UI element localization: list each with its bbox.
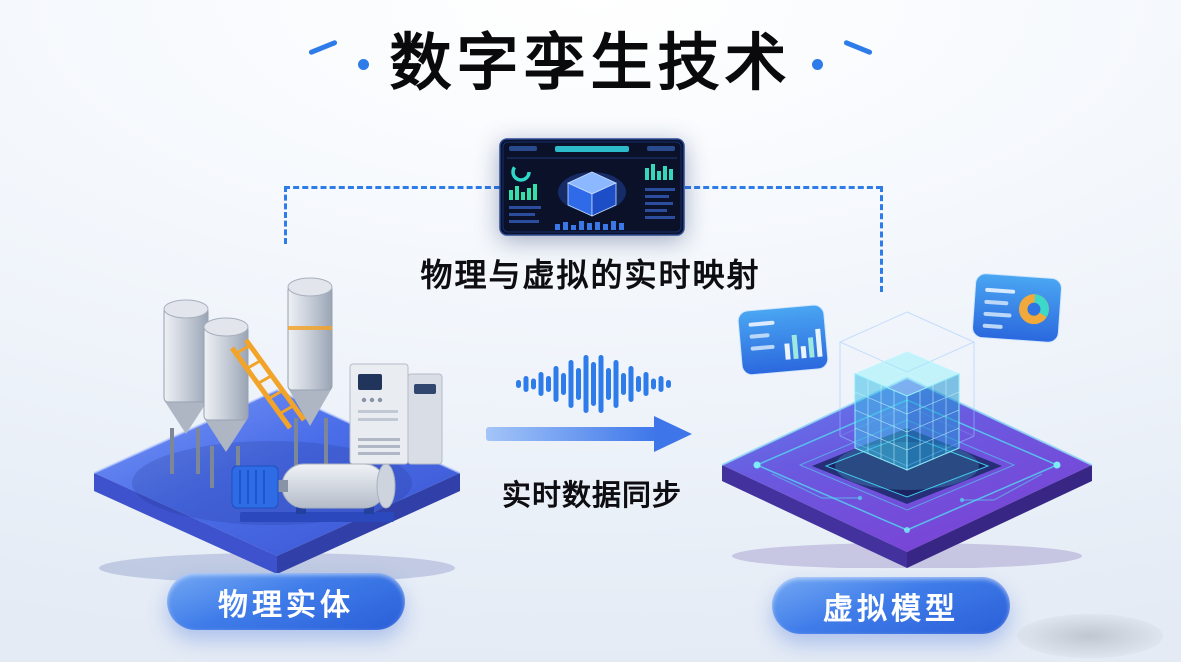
- page-title: 数字孪生技术: [389, 29, 792, 98]
- monitoring-dashboard-screen: [499, 138, 685, 236]
- floating-pie-chart-panel: [972, 273, 1062, 343]
- watermark-smudge: [1017, 614, 1163, 658]
- physical-entity-label-text: 物理实体: [218, 588, 354, 622]
- virtual-model-label: 虚拟模型: [772, 577, 1010, 634]
- dashed-connector-left-vertical: [284, 186, 287, 244]
- mapping-caption: 物理与虚拟的实时映射: [420, 257, 761, 293]
- title-decoration-right-line: [842, 39, 873, 56]
- audio-waveform-icon: [512, 350, 675, 418]
- floating-bar-chart-panel: [737, 304, 829, 376]
- physical-entity-label: 物理实体: [167, 573, 405, 630]
- arrow-right-icon: [486, 414, 692, 454]
- wireframe-hologram-3d: [721, 273, 1093, 569]
- dashed-connector-right-vertical: [880, 186, 883, 292]
- dashboard-graphic: [499, 138, 685, 236]
- sync-caption: 实时数据同步: [501, 480, 682, 512]
- industrial-plant-3d: [93, 277, 461, 583]
- virtual-model-label-text: 虚拟模型: [823, 592, 959, 626]
- title-decoration-right-dot: [811, 58, 823, 70]
- dashed-connector-right-horizontal: [685, 186, 882, 189]
- title-row: 数字孪生技术: [0, 29, 1181, 98]
- title-decoration-left-line: [308, 39, 339, 56]
- title-decoration-left-dot: [358, 58, 370, 70]
- physical-plant-illustration: [82, 268, 474, 586]
- dashed-connector-left-horizontal: [284, 186, 500, 189]
- virtual-model-illustration: [712, 260, 1104, 569]
